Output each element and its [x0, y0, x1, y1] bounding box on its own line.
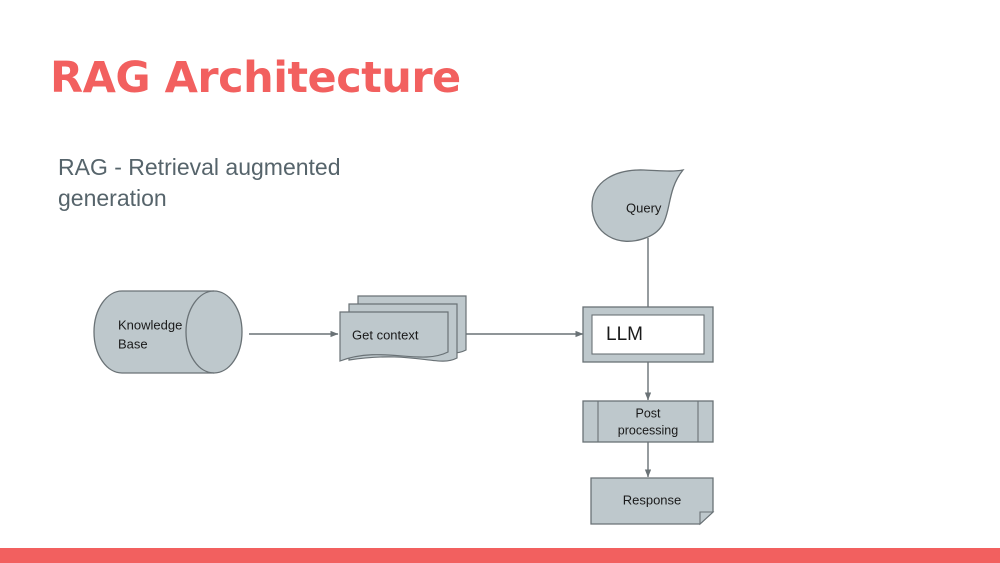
response-label: Response [623, 492, 682, 507]
node-query[interactable]: Query [591, 169, 685, 242]
node-knowledge-base[interactable]: Knowledge Base [93, 290, 243, 374]
post-processing-label-line1: Post [635, 406, 661, 420]
query-label: Query [626, 200, 662, 215]
post-processing-label-line2: processing [618, 423, 678, 437]
node-llm[interactable]: LLM [582, 306, 714, 363]
node-get-context[interactable]: Get context [339, 295, 467, 362]
get-context-label: Get context [352, 327, 419, 342]
node-response[interactable]: Response [590, 477, 715, 526]
response-folded-corner [699, 511, 715, 526]
llm-label: LLM [606, 324, 643, 345]
knowledge-base-label-line2: Base [118, 336, 148, 351]
connectors [249, 238, 652, 478]
query-teardrop-shape [591, 169, 685, 242]
knowledge-base-cap [185, 290, 215, 374]
get-context-sheet-front [339, 311, 449, 362]
page-title: RAG Architecture [50, 53, 461, 103]
bottom-accent-bar [0, 548, 1000, 563]
slide-subtitle: RAG - Retrieval augmented generation [58, 154, 341, 211]
node-post-processing[interactable]: Post processing [582, 400, 714, 443]
knowledge-base-label-line1: Knowledge [118, 317, 182, 332]
post-processing-body [582, 400, 714, 443]
llm-inner-panel [591, 314, 705, 355]
